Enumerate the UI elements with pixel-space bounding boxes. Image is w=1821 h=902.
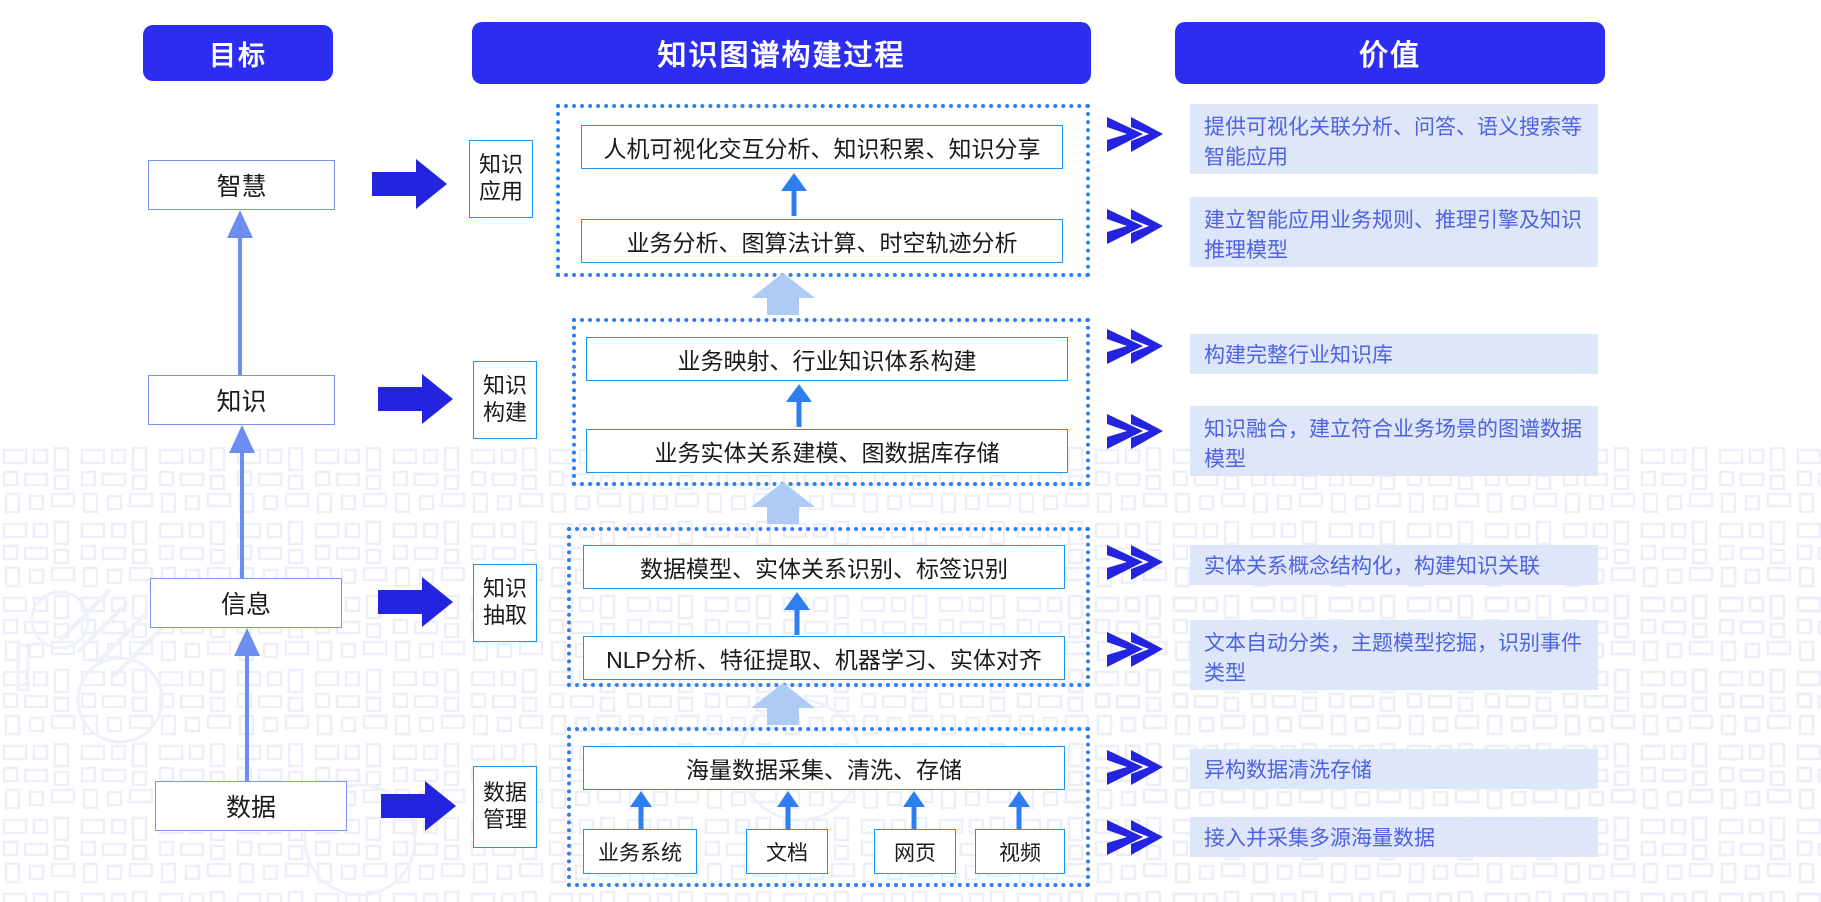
stage-label-data-management[interactable]: 数据 管理	[473, 766, 537, 848]
value-box-4[interactable]: 实体关系概念结构化，构建知识关联	[1190, 545, 1598, 585]
process-box-1-1[interactable]: 业务实体关系建模、图数据库存储	[586, 429, 1068, 473]
column-header-process: 知识图谱构建过程	[472, 22, 1091, 84]
value-box-0[interactable]: 提供可视化关联分析、问答、语义搜索等智能应用	[1190, 104, 1598, 174]
value-box-3[interactable]: 知识融合，建立符合业务场景的图谱数据模型	[1190, 406, 1598, 476]
value-box-2[interactable]: 构建完整行业知识库	[1190, 334, 1598, 374]
stage-label-line2: 应用	[478, 179, 523, 204]
source-box-business-system[interactable]: 业务系统	[583, 829, 697, 874]
value-box-6[interactable]: 异构数据清洗存储	[1190, 749, 1598, 789]
right-block-arrow-icon-stage-1	[378, 374, 453, 424]
process-box-3-0[interactable]: 海量数据采集、清洗、存储	[583, 746, 1065, 790]
source-box-webpage[interactable]: 网页	[874, 829, 956, 874]
process-box-1-0[interactable]: 业务映射、行业知识体系构建	[586, 337, 1068, 381]
value-box-5[interactable]: 文本自动分类，主题模型挖掘，识别事件类型	[1190, 620, 1598, 690]
up-arrow-icon-source-0	[630, 791, 652, 830]
value-box-7[interactable]: 接入并采集多源海量数据	[1190, 817, 1598, 857]
stage-label-line2: 抽取	[482, 603, 527, 628]
right-block-arrow-icon-stage-0	[372, 159, 447, 209]
right-block-arrow-icon-stage-2	[378, 577, 453, 627]
up-arrow-icon-source-3	[1008, 791, 1030, 830]
stage-label-line2: 管理	[482, 807, 527, 832]
stage-label-line1: 知识	[478, 152, 523, 178]
process-box-0-1[interactable]: 业务分析、图算法计算、时空轨迹分析	[581, 219, 1063, 263]
up-arrow-icon-inner-group-0	[781, 173, 807, 216]
value-box-1[interactable]: 建立智能应用业务规则、推理引擎及知识推理模型	[1190, 197, 1598, 267]
up-arrow-icon-information-to-knowledge	[229, 425, 255, 581]
up-arrow-icon-inner-group-2	[784, 592, 810, 635]
process-box-2-1[interactable]: NLP分析、特征提取、机器学习、实体对齐	[583, 636, 1065, 680]
right-chevron-icon-6	[1107, 750, 1163, 785]
up-arrow-icon-source-1	[777, 791, 799, 830]
column-header-value: 价值	[1175, 22, 1605, 84]
goal-box-wisdom[interactable]: 智慧	[148, 160, 335, 210]
process-box-2-0[interactable]: 数据模型、实体关系识别、标签识别	[583, 545, 1065, 589]
goal-box-data[interactable]: 数据	[155, 781, 347, 831]
up-arrow-icon-data-to-information	[227, 210, 253, 378]
right-chevron-icon-5	[1107, 632, 1163, 667]
stage-label-line1: 知识	[482, 576, 527, 602]
goal-box-information[interactable]: 信息	[150, 578, 342, 628]
right-block-arrow-icon-stage-3	[381, 781, 456, 831]
up-arrow-icon-inner-group-1	[786, 384, 812, 427]
source-box-document[interactable]: 文档	[746, 829, 828, 874]
up-arrow-icon-knowledge-to-wisdom	[234, 628, 260, 784]
fat-up-arrow-icon-group3-to-group2	[751, 683, 815, 725]
right-chevron-icon-0	[1107, 117, 1163, 152]
column-header-goal: 目标	[143, 25, 333, 81]
fat-up-arrow-icon-group2-to-group1	[751, 482, 815, 524]
source-box-video[interactable]: 视频	[975, 829, 1065, 874]
process-box-0-0[interactable]: 人机可视化交互分析、知识积累、知识分享	[581, 125, 1063, 169]
right-chevron-icon-2	[1107, 329, 1163, 364]
process-group-knowledge-application	[556, 104, 1090, 277]
right-chevron-icon-1	[1107, 209, 1163, 244]
stage-label-knowledge-application[interactable]: 知识 应用	[469, 140, 533, 218]
up-arrow-icon-source-2	[903, 791, 925, 830]
stage-label-knowledge-extraction[interactable]: 知识 抽取	[473, 564, 537, 642]
right-chevron-icon-3	[1107, 414, 1163, 449]
goal-box-knowledge[interactable]: 知识	[148, 375, 335, 425]
fat-up-arrow-icon-group1-to-group0	[751, 273, 815, 315]
right-chevron-icon-7	[1107, 820, 1163, 855]
stage-label-line2: 构建	[482, 400, 527, 425]
stage-label-line1: 知识	[482, 373, 527, 399]
right-chevron-icon-4	[1107, 545, 1163, 580]
stage-label-line1: 数据	[482, 780, 527, 806]
stage-label-knowledge-construction[interactable]: 知识 构建	[473, 361, 537, 439]
